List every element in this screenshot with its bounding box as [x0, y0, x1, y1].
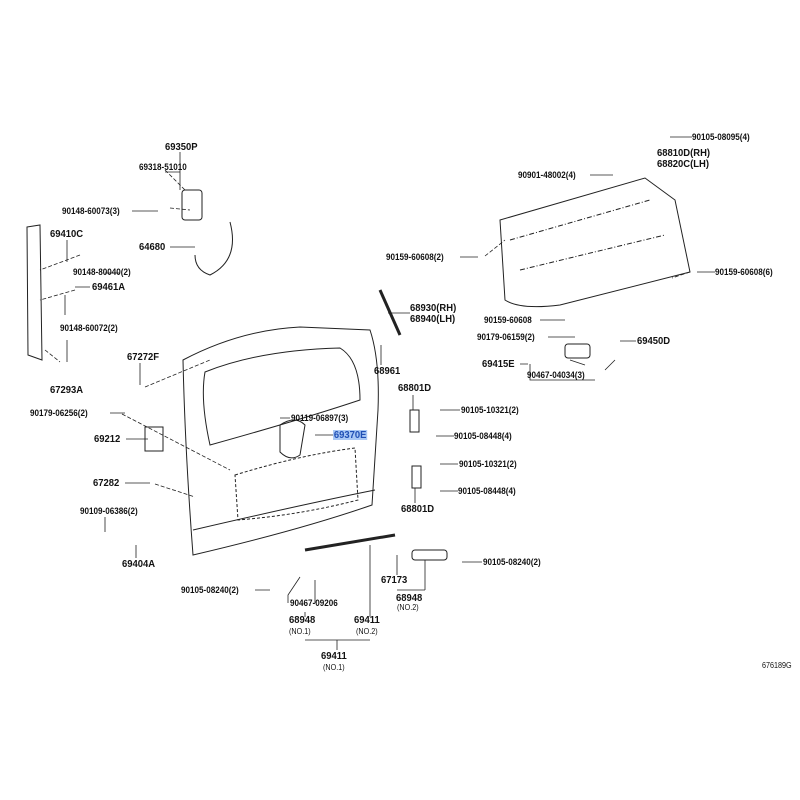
hinge-lower-shape [411, 465, 422, 489]
part-sublabel-68948-no2: (NO.2) [397, 603, 419, 612]
part-label-69410C[interactable]: 69410C [50, 228, 84, 240]
rear-glass-outline [499, 177, 691, 308]
part-label-67282[interactable]: 67282 [93, 477, 120, 489]
part-label-68961[interactable]: 68961 [374, 365, 401, 377]
part-label-69411-no1[interactable]: 69411 [321, 650, 347, 662]
part-label-68948-no1[interactable]: 68948 [289, 614, 316, 626]
part-label-68940-lh[interactable]: 68940(LH) [410, 313, 456, 325]
part-label-90179-06256[interactable]: 90179-06256(2) [30, 408, 88, 418]
door-lower-edge [192, 489, 376, 531]
part-label-90159-60608-2[interactable]: 90159-60608(2) [386, 252, 444, 262]
glass-dashed-lines [509, 199, 666, 271]
part-68948-no2-shape [411, 549, 448, 561]
part-label-90148-60072[interactable]: 90148-60072(2) [60, 323, 118, 333]
lock-assembly-shape [181, 189, 203, 221]
part-sublabel-69411-no1: (NO.1) [323, 663, 345, 672]
side-trim-panel [26, 224, 43, 361]
part-label-68801D-lower[interactable]: 68801D [401, 503, 435, 515]
part-label-90148-60073[interactable]: 90148-60073(3) [62, 206, 120, 216]
part-label-90105-08448-lower[interactable]: 90105-08448(4) [458, 486, 516, 496]
part-label-67173[interactable]: 67173 [381, 574, 408, 586]
part-label-90119-06897[interactable]: 90119-06897(3) [291, 413, 349, 423]
part-label-69415E[interactable]: 69415E [482, 358, 515, 370]
part-label-69404A[interactable]: 69404A [122, 558, 156, 570]
back-door-outline [182, 326, 379, 556]
part-label-68948-no2[interactable]: 68948 [396, 592, 423, 604]
part-label-69212[interactable]: 69212 [94, 433, 121, 445]
part-label-69350P[interactable]: 69350P [165, 141, 198, 153]
back-window-opening [202, 347, 361, 446]
part-label-69461A[interactable]: 69461A [92, 281, 126, 293]
leader-lines [64, 136, 715, 650]
part-label-90105-08240-right[interactable]: 90105-08240(2) [483, 557, 541, 567]
cable-shape [194, 221, 233, 276]
part-sublabel-69411-no2: (NO.2) [356, 627, 378, 636]
part-label-90159-60608[interactable]: 90159-60608 [484, 315, 532, 325]
dashed-leaders [39, 169, 691, 498]
hinge-upper-shape [409, 409, 420, 433]
part-label-64680[interactable]: 64680 [139, 241, 166, 253]
part-label-90105-08095[interactable]: 90105-08095(4) [692, 132, 750, 142]
part-label-90105-10321-upper[interactable]: 90105-10321(2) [461, 405, 519, 415]
part-label-90159-60608-6[interactable]: 90159-60608(6) [715, 267, 773, 277]
part-label-68810D-rh[interactable]: 68810D(RH) [657, 147, 711, 159]
part-label-69370E-highlighted[interactable]: 69370E [333, 429, 368, 441]
part-label-90105-10321-lower[interactable]: 90105-10321(2) [459, 459, 517, 469]
part-label-90179-06159[interactable]: 90179-06159(2) [477, 332, 535, 342]
part-label-90467-09206[interactable]: 90467-09206 [290, 598, 338, 608]
part-label-67293A[interactable]: 67293A [50, 384, 84, 396]
part-sublabel-68948-no1: (NO.1) [289, 627, 311, 636]
part-label-68801D-upper[interactable]: 68801D [398, 382, 432, 394]
stay-shape-upper [378, 289, 402, 336]
part-label-90105-08240-left[interactable]: 90105-08240(2) [181, 585, 239, 595]
part-label-67272F[interactable]: 67272F [127, 351, 160, 363]
part-label-69318-51010[interactable]: 69318-51010 [139, 162, 187, 172]
part-label-90148-80040[interactable]: 90148-80040(2) [73, 267, 131, 277]
part-label-68930-rh[interactable]: 68930(RH) [410, 302, 457, 314]
part-label-69411-no2[interactable]: 69411 [354, 614, 380, 626]
license-recess [234, 447, 359, 521]
part-label-90109-06386[interactable]: 90109-06386(2) [80, 506, 138, 516]
part-label-90467-04034[interactable]: 90467-04034(3) [527, 370, 585, 380]
stay-shape-lower [304, 533, 396, 552]
part-label-68820C-lh[interactable]: 68820C(LH) [657, 158, 710, 170]
part-69415E-shape [564, 343, 591, 359]
part-label-90105-08448-upper[interactable]: 90105-08448(4) [454, 431, 512, 441]
part-label-90901-48002[interactable]: 90901-48002(4) [518, 170, 576, 180]
part-label-69450D[interactable]: 69450D [637, 335, 671, 347]
diagram-id: 676189G [762, 661, 792, 670]
handle-shape [279, 419, 306, 459]
